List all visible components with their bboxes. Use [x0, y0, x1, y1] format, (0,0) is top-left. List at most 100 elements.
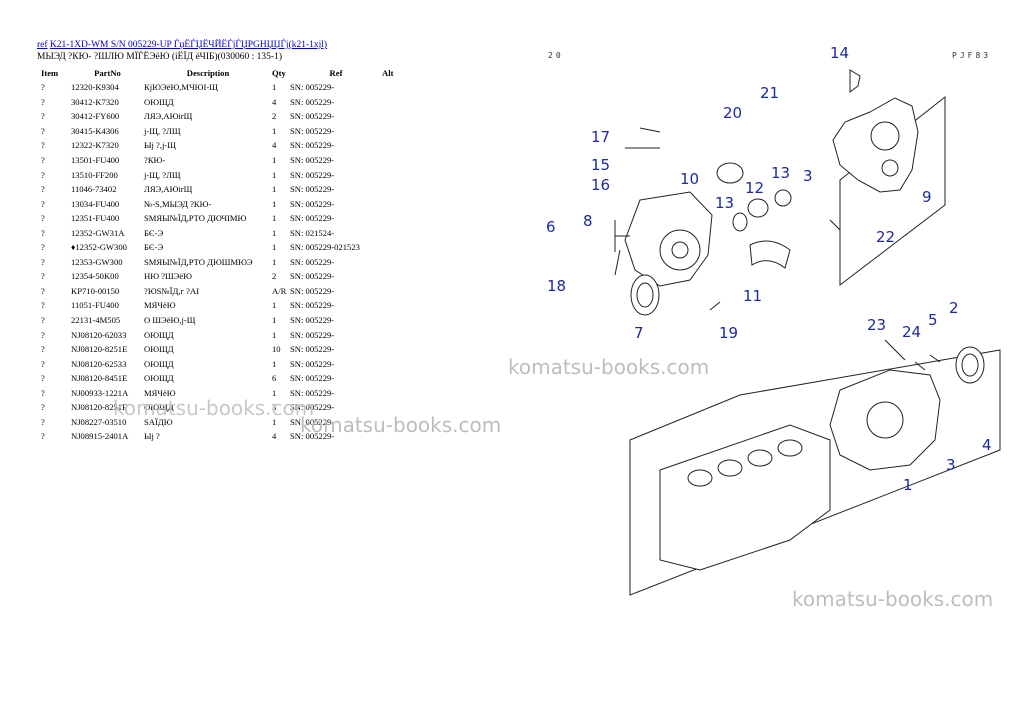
callout-label: 3 — [803, 167, 813, 185]
row-ref: SN: 005229- — [290, 431, 335, 442]
row-description: ЛЯЭ,АЮirЩ — [144, 184, 193, 195]
row-alt — [382, 211, 422, 226]
row-alt — [382, 95, 422, 110]
row-qty: 1 — [272, 242, 277, 253]
row-alt — [382, 313, 422, 328]
callout-label: 22 — [876, 228, 895, 246]
row-ref: SN: 005229- — [290, 329, 335, 340]
row-ref: SN: 005229- — [290, 155, 335, 165]
row-item: ? — [41, 111, 45, 122]
row-partno: NJ08915-2401A — [71, 431, 129, 442]
row-qty: 1 — [272, 169, 277, 180]
row-ref: SN: 005229- — [290, 111, 335, 122]
row-description: БЄ-Э — [144, 242, 164, 253]
callout-label: 2 — [949, 299, 959, 317]
row-alt — [382, 109, 422, 124]
row-alt — [382, 196, 422, 211]
callout-label: 13 — [715, 194, 734, 212]
row-description: Ыj ? — [144, 431, 160, 442]
row-ref: SN: 005229- — [290, 416, 335, 427]
row-ref: SN: 005229- — [290, 344, 335, 355]
row-alt — [382, 298, 422, 313]
row-partno: 30412-FY600 — [71, 111, 120, 122]
parts-diagram: 20 PJF83 14 21 20 — [546, 44, 1001, 596]
row-qty: 1 — [272, 329, 277, 340]
row-partno: NJ08120-8251E — [71, 344, 128, 355]
row-item: ? — [41, 402, 45, 413]
col-item: Item — [41, 68, 59, 78]
row-alt — [382, 182, 422, 197]
row-description: ЛЯЭ,АЮirЩ — [144, 111, 193, 122]
row-alt — [382, 356, 422, 371]
row-partno: 13510-FF200 — [71, 169, 118, 180]
callout-label: 9 — [922, 188, 932, 206]
table-header-row: Item PartNo Description Qty Ref Alt — [37, 66, 422, 80]
row-item: ? — [41, 242, 45, 253]
callout-label: 10 — [680, 170, 699, 188]
row-description: ОЮЩД — [144, 344, 174, 355]
row-partno: NJ08120-8451E — [71, 373, 128, 384]
callout-label: 5 — [928, 311, 938, 329]
parts-table: Item PartNo Description Qty Ref Alt ?123… — [37, 66, 422, 444]
col-description: Description — [186, 68, 230, 78]
callout-label: 20 — [723, 104, 742, 122]
row-description: SМЯЫ№ЇД,РТО ДЮШМЮЭ — [144, 256, 253, 267]
callout-label: 8 — [583, 212, 593, 230]
row-qty: 10 — [272, 344, 281, 355]
row-qty: 4 — [272, 96, 277, 107]
row-item: ? — [41, 344, 45, 355]
row-ref: SN: 005229- — [290, 387, 335, 398]
row-qty: 1 — [272, 213, 277, 224]
ref-link[interactable]: ref — [37, 40, 48, 50]
row-partno: 12352-GW31A — [71, 227, 125, 238]
row-qty: 1 — [272, 155, 277, 165]
row-item: ? — [41, 96, 45, 107]
catalog-link[interactable]: K21-1XD-WM S/N 005229-UP ЃџЁЃЏЁЧЙЁЃјЃЏPG… — [49, 40, 328, 50]
row-item: ? — [41, 184, 45, 195]
row-alt — [382, 284, 422, 299]
row-item: ? — [41, 155, 45, 165]
callout-label: 7 — [634, 324, 644, 342]
row-item: ? — [41, 358, 45, 369]
row-alt — [382, 225, 422, 240]
row-item: ? — [41, 416, 45, 427]
row-partno: 11051-FU400 — [71, 300, 119, 311]
row-description: j-Щ, ?ЛЩ — [144, 125, 181, 136]
row-alt — [382, 385, 422, 400]
row-ref: SN: 005229- — [290, 140, 335, 151]
row-partno: 12354-50K00 — [71, 271, 119, 282]
row-qty: 1 — [272, 184, 277, 195]
diagram-code-right: PJF83 — [952, 51, 991, 60]
row-partno: 12320-K9304 — [71, 82, 119, 93]
row-description: j-Щ, ?ЛЩ — [144, 169, 181, 180]
row-alt — [382, 327, 422, 342]
row-qty: 1 — [272, 358, 277, 369]
callout-label: 24 — [902, 323, 921, 341]
row-qty: 6 — [272, 373, 277, 384]
row-item: ? — [41, 300, 45, 311]
callout-label: 18 — [547, 277, 566, 295]
row-qty: A/R — [272, 285, 287, 296]
row-item: ? — [41, 373, 45, 384]
diagram-code-left: 20 — [548, 51, 564, 60]
row-partno: 22131-4M505 — [71, 315, 121, 326]
row-ref: SN: 005229- — [290, 285, 335, 296]
row-ref: SN: 005229- — [290, 300, 335, 311]
row-item: ? — [41, 431, 45, 442]
row-alt — [382, 80, 422, 95]
row-item: ? — [41, 285, 45, 296]
